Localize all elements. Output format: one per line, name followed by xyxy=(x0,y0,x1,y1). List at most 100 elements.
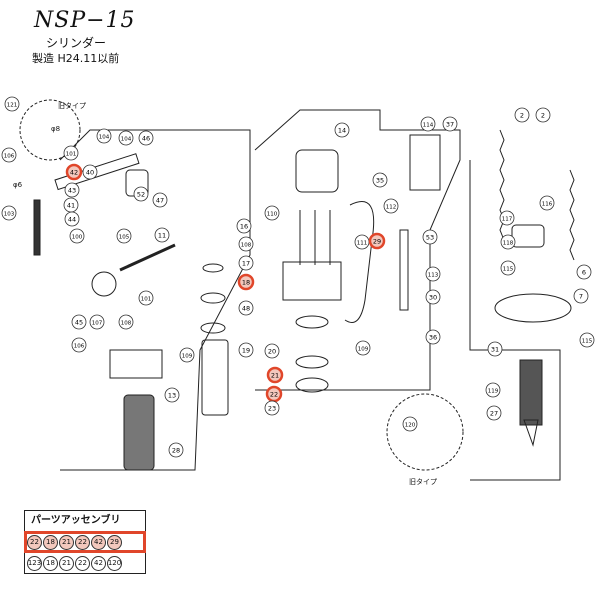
svg-text:52: 52 xyxy=(137,191,145,199)
seal-ring-6 xyxy=(295,377,329,393)
svg-text:119: 119 xyxy=(488,389,499,395)
ram-cylinder xyxy=(519,359,543,426)
seal-ring-5 xyxy=(295,355,329,369)
svg-text:13: 13 xyxy=(168,392,176,400)
seal-ring-1 xyxy=(202,263,224,273)
svg-text:109: 109 xyxy=(358,347,369,353)
dimension-phi6: φ6 xyxy=(13,181,23,189)
callout-44: 44 xyxy=(64,211,80,227)
callout-7: 7 xyxy=(573,288,589,304)
callout-109: 109 xyxy=(355,340,371,356)
svg-text:29: 29 xyxy=(373,238,381,246)
svg-text:36: 36 xyxy=(429,334,437,342)
svg-text:115: 115 xyxy=(582,339,593,345)
callout-100: 100 xyxy=(69,228,85,244)
svg-text:6: 6 xyxy=(582,269,586,277)
seal-ring-2 xyxy=(200,292,226,304)
assembly-part-chip: 18 xyxy=(43,555,58,571)
svg-text:103: 103 xyxy=(4,212,15,218)
toe-tip xyxy=(523,419,539,447)
caster-wheel xyxy=(91,271,117,297)
seal-ring-3 xyxy=(200,322,226,334)
callout-103: 103 xyxy=(1,205,17,221)
svg-text:18: 18 xyxy=(242,279,250,287)
svg-text:120: 120 xyxy=(405,423,416,429)
upper-yoke xyxy=(511,224,545,248)
callout-37: 37 xyxy=(442,116,458,132)
svg-text:21: 21 xyxy=(271,372,279,380)
svg-text:110: 110 xyxy=(267,212,278,218)
svg-text:106: 106 xyxy=(74,344,85,350)
svg-text:28: 28 xyxy=(172,447,180,455)
callout-108: 108 xyxy=(238,236,254,252)
svg-text:108: 108 xyxy=(241,243,252,249)
old-type-label-bottom: 旧タイプ xyxy=(409,478,437,486)
callout-14: 14 xyxy=(334,122,350,138)
callout-52: 52 xyxy=(133,186,149,202)
svg-text:117: 117 xyxy=(502,217,513,223)
callout-43: 43 xyxy=(64,182,80,198)
svg-text:113: 113 xyxy=(428,273,439,279)
callout-35: 35 xyxy=(372,172,388,188)
svg-text:108: 108 xyxy=(121,321,132,327)
svg-text:112: 112 xyxy=(386,205,397,211)
callout-41: 41 xyxy=(63,197,79,213)
callout-120: 120 xyxy=(402,416,418,432)
hose-line xyxy=(344,201,375,323)
svg-text:17: 17 xyxy=(242,260,250,268)
svg-text:105: 105 xyxy=(119,235,130,241)
callout-119: 119 xyxy=(485,382,501,398)
callout-21: 21 xyxy=(266,366,284,384)
callout-40: 40 xyxy=(82,164,98,180)
svg-text:2: 2 xyxy=(520,112,524,120)
callout-104: 104 xyxy=(118,130,134,146)
callout-6: 6 xyxy=(576,264,592,280)
pump-column xyxy=(201,339,229,416)
assembly-part-chip: 42 xyxy=(91,534,106,550)
reservoir-cap xyxy=(295,149,339,193)
svg-text:118: 118 xyxy=(503,241,514,247)
svg-text:40: 40 xyxy=(86,169,94,177)
callout-110: 110 xyxy=(264,205,280,221)
svg-text:104: 104 xyxy=(99,135,110,141)
svg-text:30: 30 xyxy=(429,294,437,302)
callout-13: 13 xyxy=(164,387,180,403)
assembly-part-chip: 42 xyxy=(91,555,106,571)
assembly-part-chip: 21 xyxy=(59,534,74,550)
callout-23: 23 xyxy=(264,400,280,416)
callout-53: 53 xyxy=(422,229,438,245)
svg-text:116: 116 xyxy=(542,202,553,208)
assembly-part-chip: 22 xyxy=(27,534,42,550)
callout-113: 113 xyxy=(425,266,441,282)
svg-text:44: 44 xyxy=(68,216,76,224)
callout-114: 114 xyxy=(420,116,436,132)
right-group-outline xyxy=(469,160,561,481)
callout-30: 30 xyxy=(425,289,441,305)
callout-105: 105 xyxy=(116,228,132,244)
svg-text:114: 114 xyxy=(423,123,434,129)
svg-text:106: 106 xyxy=(4,154,15,160)
svg-text:109: 109 xyxy=(182,354,193,360)
callout-42: 42 xyxy=(65,163,83,181)
callout-29: 29 xyxy=(368,232,386,250)
valve-bracket xyxy=(409,134,441,191)
svg-text:16: 16 xyxy=(240,223,248,231)
svg-text:19: 19 xyxy=(242,347,250,355)
callout-28: 28 xyxy=(168,442,184,458)
left-group-outline xyxy=(59,129,251,471)
callout-121: 121 xyxy=(4,96,20,112)
callout-45: 45 xyxy=(71,314,87,330)
svg-text:48: 48 xyxy=(242,305,250,313)
svg-text:41: 41 xyxy=(67,202,75,210)
callout-48: 48 xyxy=(238,300,254,316)
manufacture-note: 製造 H24.11以前 xyxy=(32,52,120,65)
svg-text:53: 53 xyxy=(426,234,434,242)
svg-text:101: 101 xyxy=(66,152,77,158)
svg-text:104: 104 xyxy=(121,137,132,143)
callout-115: 115 xyxy=(500,260,516,276)
callout-16: 16 xyxy=(236,218,252,234)
valve-stem xyxy=(399,229,409,311)
